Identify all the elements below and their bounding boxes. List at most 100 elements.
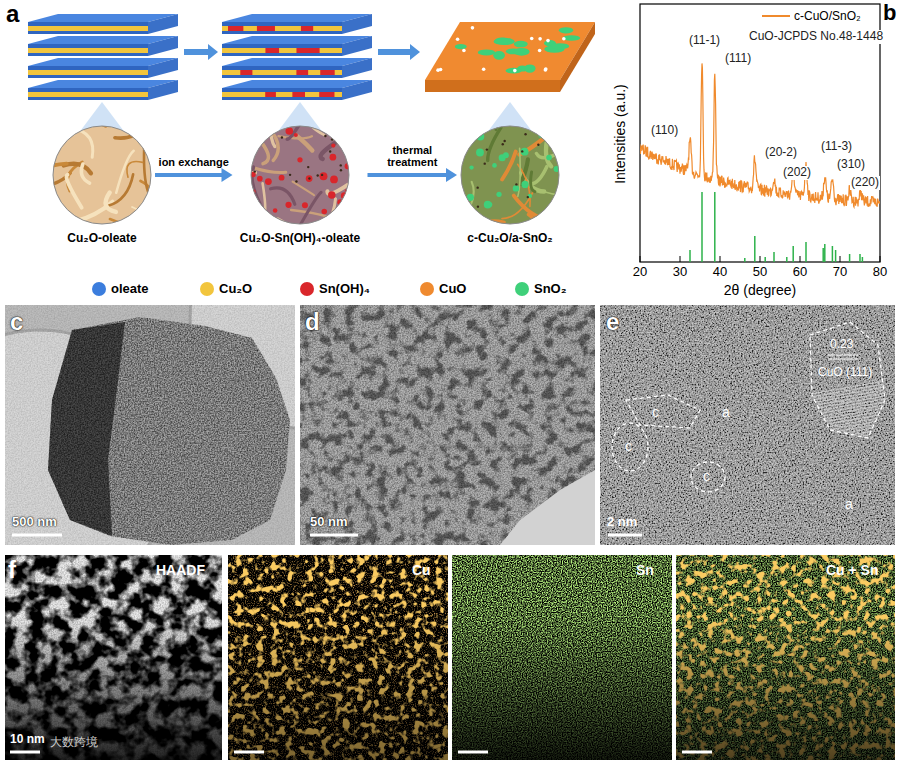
circle-ground	[250, 125, 350, 225]
label-text: 2θ (degree)	[724, 282, 796, 298]
petal-stroke	[460, 207, 474, 212]
rect-art	[676, 555, 895, 760]
pore	[471, 26, 475, 30]
circle-content	[250, 125, 350, 225]
sno2-patch	[494, 38, 515, 45]
rect-art	[452, 555, 672, 760]
oleate-layer	[222, 22, 342, 26]
pore	[538, 49, 542, 53]
reference-stick	[754, 236, 756, 262]
path-art	[626, 395, 700, 428]
reference-stick	[773, 252, 775, 262]
legend-text: Sn(OH)₄	[319, 281, 370, 296]
circle-outline	[251, 126, 349, 224]
pore	[544, 67, 548, 71]
arrow-label: ion exchange	[157, 156, 231, 169]
label-text: (11-1)	[688, 34, 721, 48]
sno2-patch	[493, 51, 505, 60]
circle-content	[52, 125, 152, 225]
pore	[544, 68, 548, 72]
label-text: (111)	[724, 52, 752, 66]
oleate-layer	[222, 44, 342, 48]
particle-dot	[297, 157, 302, 162]
process-arrow	[410, 44, 420, 60]
layer-side	[148, 58, 178, 78]
oleate-layer	[222, 53, 342, 56]
rect-art	[5, 555, 222, 760]
label-text: d	[305, 308, 320, 336]
label-text: Sn	[636, 562, 654, 578]
eds-maps	[5, 555, 895, 760]
petal-stroke	[55, 219, 75, 225]
petal-stroke	[460, 210, 462, 211]
pore-dot	[308, 177, 310, 179]
pore-dot	[470, 140, 472, 142]
pore	[456, 38, 460, 42]
particle-dot	[499, 154, 506, 161]
process-arrow	[378, 49, 412, 55]
pore-dot	[254, 170, 256, 172]
hrtem-image-e	[600, 305, 895, 545]
axis-ticks	[640, 256, 880, 262]
label-text: 40	[713, 265, 727, 280]
cu2o-layer	[222, 48, 342, 53]
legend-text: c-CuO/SnO₂	[794, 9, 861, 23]
particle-dot	[549, 136, 554, 141]
pore-dot	[340, 169, 342, 171]
petal-stroke	[343, 125, 350, 127]
cu2o-layer	[28, 26, 148, 31]
legend-text: oleate	[111, 281, 149, 296]
petal-stroke	[116, 151, 134, 193]
cu2o-layer	[28, 70, 148, 75]
pore-dot	[316, 174, 318, 176]
pore-dot	[324, 135, 326, 137]
legend-entry: CuO	[420, 281, 466, 296]
pore-dot	[484, 162, 486, 164]
reference-stick	[805, 242, 807, 262]
particle-dot	[460, 219, 465, 225]
pore-dot	[340, 164, 342, 166]
label-text: c	[625, 438, 632, 454]
legend-text: Cu₂O	[219, 281, 252, 296]
petal-stroke	[52, 200, 58, 225]
axis-tick	[760, 256, 761, 262]
layer-side	[148, 36, 178, 56]
particle-dot	[480, 125, 484, 129]
sno2-patch	[495, 38, 509, 45]
cu2o-layer	[222, 26, 342, 31]
oleate-layer	[222, 75, 342, 78]
snoh4-patch	[296, 70, 308, 75]
particle-dot	[306, 175, 313, 182]
circle-outline	[53, 126, 151, 224]
petal-stroke	[52, 125, 55, 155]
pore-dot	[503, 140, 505, 142]
legend-text: CuO	[439, 281, 466, 296]
sno2-patch	[563, 35, 581, 41]
rect-art	[676, 555, 895, 760]
pore-dot	[476, 186, 478, 188]
pore	[538, 37, 542, 41]
cu2o-layer	[28, 48, 148, 53]
particle-dot	[521, 181, 528, 188]
arrow-shaft	[155, 173, 223, 177]
legend-swatch	[200, 282, 214, 296]
petal-stroke	[531, 172, 535, 192]
g-art	[300, 305, 595, 545]
pore-dot	[515, 183, 517, 185]
label-text: Cu	[412, 562, 431, 578]
layer-side	[148, 14, 178, 34]
ellipse-art	[612, 423, 648, 471]
snoh4-patch	[310, 48, 320, 53]
label-text: 60	[793, 265, 807, 280]
layer-side	[342, 58, 372, 78]
axis-tick	[680, 256, 681, 262]
sno2-patch	[551, 43, 569, 49]
circle-illustration	[250, 125, 350, 225]
particle-dot	[469, 165, 473, 169]
sno2-patch	[455, 44, 467, 49]
pore-dot	[502, 143, 504, 145]
reference-stick	[714, 192, 716, 262]
rect-art	[300, 305, 595, 545]
axis-tick	[640, 256, 641, 262]
particle-dot	[285, 202, 291, 208]
